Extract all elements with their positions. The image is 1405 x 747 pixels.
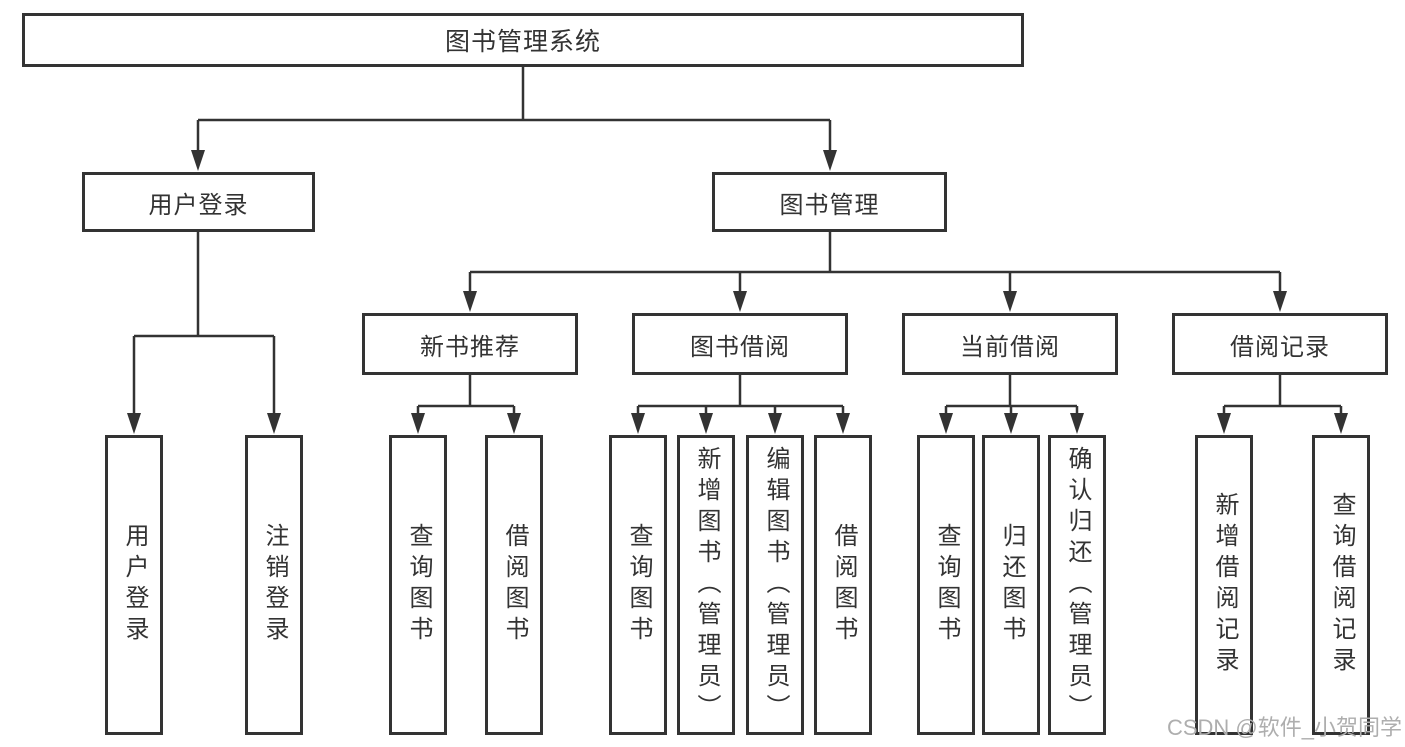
arrow-icon bbox=[939, 413, 953, 434]
arrow-icon bbox=[823, 150, 837, 171]
arrow-icon bbox=[1070, 413, 1084, 434]
node-book-management: 图书管理 bbox=[712, 172, 947, 232]
connector-current-borrow-to-leaves bbox=[944, 375, 1079, 416]
connector-book-mgmt-to-level3 bbox=[468, 232, 1282, 294]
leaf-confirm-return-admin-label: 确认归还（管理员） bbox=[1064, 445, 1091, 725]
node-new-book-recommend-label: 新书推荐 bbox=[420, 333, 520, 361]
leaf-user-login-label: 用户登录 bbox=[121, 523, 148, 647]
leaf-add-borrow-record: 新增借阅记录 bbox=[1195, 435, 1253, 735]
arrow-icon bbox=[191, 150, 205, 171]
leaf-borrow-books-1: 借阅图书 bbox=[485, 435, 543, 735]
leaf-add-books-admin-label: 新增图书（管理员） bbox=[693, 445, 720, 725]
node-book-management-label: 图书管理 bbox=[779, 191, 880, 219]
leaf-add-books-admin: 新增图书（管理员） bbox=[677, 435, 735, 735]
node-book-borrow-label: 图书借阅 bbox=[690, 333, 790, 361]
leaf-borrow-books-2-label: 借阅图书 bbox=[830, 523, 857, 647]
arrow-icon bbox=[507, 413, 521, 434]
leaf-query-books-1-label: 查询图书 bbox=[405, 523, 432, 647]
leaf-query-books-3: 查询图书 bbox=[917, 435, 975, 735]
leaf-logout-label: 注销登录 bbox=[261, 523, 288, 647]
leaf-edit-books-admin: 编辑图书（管理员） bbox=[746, 435, 804, 735]
arrow-icon bbox=[768, 413, 782, 434]
arrow-icon bbox=[127, 413, 141, 434]
node-book-borrow: 图书借阅 bbox=[632, 313, 848, 375]
leaf-confirm-return-admin: 确认归还（管理员） bbox=[1048, 435, 1106, 735]
node-new-book-recommend: 新书推荐 bbox=[362, 313, 578, 375]
arrow-icon bbox=[1217, 413, 1231, 434]
leaf-return-books-label: 归还图书 bbox=[998, 523, 1025, 647]
arrow-icon bbox=[1003, 291, 1017, 312]
leaf-query-books-1: 查询图书 bbox=[389, 435, 447, 735]
leaf-query-books-2: 查询图书 bbox=[609, 435, 667, 735]
node-user-login: 用户登录 bbox=[82, 172, 315, 232]
connector-book-borrow-to-leaves bbox=[636, 375, 845, 416]
node-borrow-records-label: 借阅记录 bbox=[1230, 333, 1330, 361]
leaf-return-books: 归还图书 bbox=[982, 435, 1040, 735]
leaf-borrow-books-2: 借阅图书 bbox=[814, 435, 872, 735]
leaf-query-borrow-record: 查询借阅记录 bbox=[1312, 435, 1370, 735]
leaf-query-books-3-label: 查询图书 bbox=[933, 523, 960, 647]
node-root-label: 图书管理系统 bbox=[444, 28, 601, 56]
arrow-icon bbox=[463, 291, 477, 312]
leaf-logout: 注销登录 bbox=[245, 435, 303, 735]
connector-user-login-to-leaves bbox=[132, 232, 276, 416]
arrow-icon bbox=[1273, 291, 1287, 312]
arrow-icon bbox=[631, 413, 645, 434]
arrow-icon bbox=[1004, 413, 1018, 434]
node-root: 图书管理系统 bbox=[22, 13, 1024, 67]
arrow-icon bbox=[699, 413, 713, 434]
leaf-edit-books-admin-label: 编辑图书（管理员） bbox=[762, 445, 789, 725]
arrowheads bbox=[127, 150, 1348, 434]
leaf-add-borrow-record-label: 新增借阅记录 bbox=[1211, 492, 1238, 678]
leaf-user-login: 用户登录 bbox=[105, 435, 163, 735]
csdn-watermark: CSDN @软件_小贺同学 bbox=[1166, 715, 1402, 740]
arrow-icon bbox=[267, 413, 281, 434]
node-current-borrow-label: 当前借阅 bbox=[960, 333, 1060, 361]
leaf-query-borrow-record-label: 查询借阅记录 bbox=[1328, 492, 1355, 678]
node-user-login-label: 用户登录 bbox=[148, 191, 249, 219]
leaf-query-books-2-label: 查询图书 bbox=[625, 523, 652, 647]
connector-new-book-to-leaves bbox=[416, 375, 516, 416]
connector-borrow-records-to-leaves bbox=[1222, 375, 1343, 416]
connector-root-to-level2 bbox=[196, 67, 832, 153]
node-current-borrow: 当前借阅 bbox=[902, 313, 1118, 375]
leaf-borrow-books-1-label: 借阅图书 bbox=[501, 523, 528, 647]
arrow-icon bbox=[411, 413, 425, 434]
arrow-icon bbox=[836, 413, 850, 434]
arrow-icon bbox=[1334, 413, 1348, 434]
arrow-icon bbox=[733, 291, 747, 312]
node-borrow-records: 借阅记录 bbox=[1172, 313, 1388, 375]
